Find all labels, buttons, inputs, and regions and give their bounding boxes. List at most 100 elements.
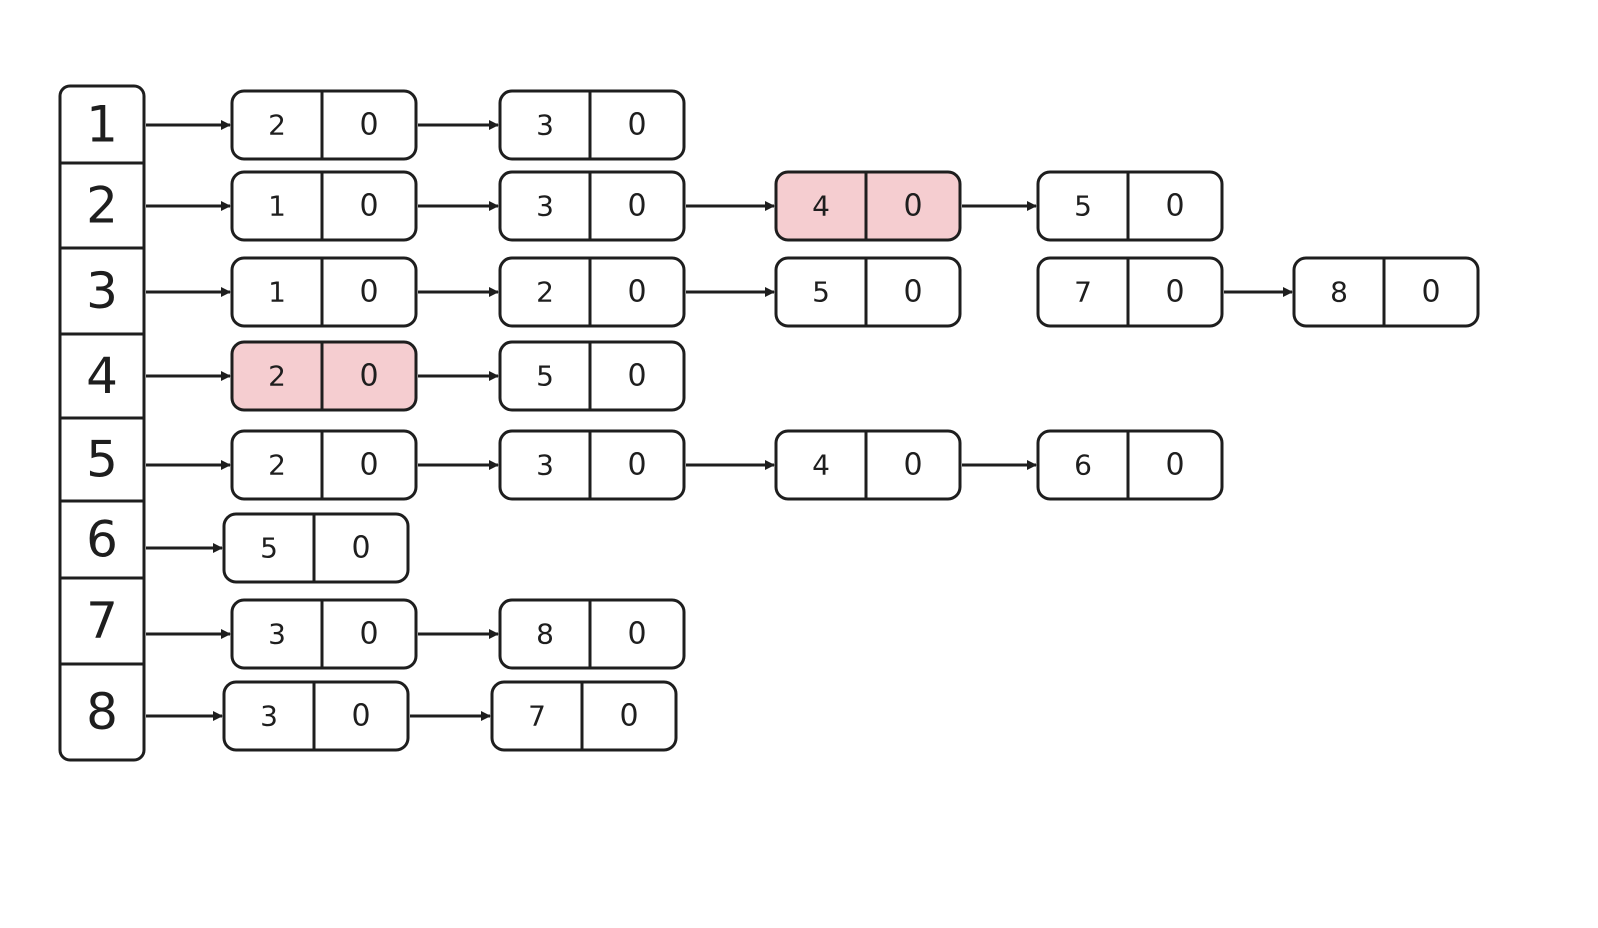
list-node-weight: 0 (627, 108, 646, 143)
list-node-weight: 0 (359, 617, 378, 652)
list-node-box (230, 256, 418, 328)
list-node-weight: 0 (903, 189, 922, 224)
list-node-value: 2 (268, 449, 286, 482)
list-node-weight: 0 (903, 448, 922, 483)
list-node-value: 3 (268, 618, 286, 651)
list-node-weight: 0 (359, 275, 378, 310)
list-node-weight: 0 (627, 189, 646, 224)
list-node-weight: 0 (1165, 189, 1184, 224)
list-node-box (498, 89, 686, 161)
list-node-value: 3 (536, 449, 554, 482)
list-node-box (498, 429, 686, 501)
list-node-value: 4 (812, 449, 830, 482)
list-node-value: 2 (536, 276, 554, 309)
list-node-box (230, 598, 418, 670)
list-node-box-highlighted (230, 340, 418, 412)
list-node-box-highlighted (774, 170, 962, 242)
vertex-label: 8 (86, 683, 118, 741)
list-node-value: 3 (260, 700, 278, 733)
list-node-weight: 0 (619, 699, 638, 734)
list-node-weight: 0 (359, 359, 378, 394)
vertex-label: 3 (86, 262, 118, 320)
list-node-box (1036, 170, 1224, 242)
list-node-weight: 0 (1165, 448, 1184, 483)
list-node-value: 4 (812, 190, 830, 223)
list-node-value: 7 (1074, 276, 1092, 309)
list-node-value: 5 (1074, 190, 1092, 223)
list-node-box (498, 340, 686, 412)
list-node-box (498, 170, 686, 242)
list-node-value: 5 (260, 532, 278, 565)
list-node-value: 3 (536, 109, 554, 142)
list-node-weight: 0 (351, 699, 370, 734)
list-node-weight: 0 (359, 448, 378, 483)
list-node-weight: 0 (627, 617, 646, 652)
list-node-box (230, 89, 418, 161)
list-node-box (222, 680, 410, 752)
list-node-weight: 0 (627, 448, 646, 483)
list-node-weight: 0 (627, 359, 646, 394)
list-node-weight: 0 (1165, 275, 1184, 310)
list-node-box (1292, 256, 1480, 328)
list-node-box (498, 256, 686, 328)
vertex-label: 1 (86, 96, 118, 154)
edge-arrows (146, 120, 1293, 721)
vertex-label: 6 (86, 511, 118, 569)
list-node-weight: 0 (903, 275, 922, 310)
list-node-weight: 0 (351, 531, 370, 566)
vertex-array-box (58, 84, 146, 762)
list-node-value: 5 (812, 276, 830, 309)
vertex-label: 7 (86, 592, 118, 650)
list-node-box (230, 429, 418, 501)
list-node-value: 2 (268, 360, 286, 393)
list-node-box (230, 170, 418, 242)
list-node-box (498, 598, 686, 670)
list-node-value: 8 (1330, 276, 1348, 309)
vertex-label: 5 (86, 431, 118, 489)
list-node-weight: 0 (359, 189, 378, 224)
list-node-box (1036, 256, 1224, 328)
list-node-value: 5 (536, 360, 554, 393)
list-node-box (774, 429, 962, 501)
list-node-value: 7 (528, 700, 546, 733)
list-node-value: 6 (1074, 449, 1092, 482)
list-node-weight: 0 (359, 108, 378, 143)
list-node-weight: 0 (1421, 275, 1440, 310)
list-node-box (1036, 429, 1224, 501)
vertex-label: 4 (86, 347, 118, 405)
vertex-label: 2 (86, 177, 118, 235)
list-node-box (774, 256, 962, 328)
list-node-value: 1 (268, 276, 286, 309)
list-node-weight: 0 (627, 275, 646, 310)
list-node-value: 2 (268, 109, 286, 142)
list-node-box (490, 680, 678, 752)
vertex-array: 1 2 3 4 5 6 7 8 (58, 84, 146, 762)
list-node-box (222, 512, 410, 584)
list-node-value: 8 (536, 618, 554, 651)
list-node-value: 3 (536, 190, 554, 223)
